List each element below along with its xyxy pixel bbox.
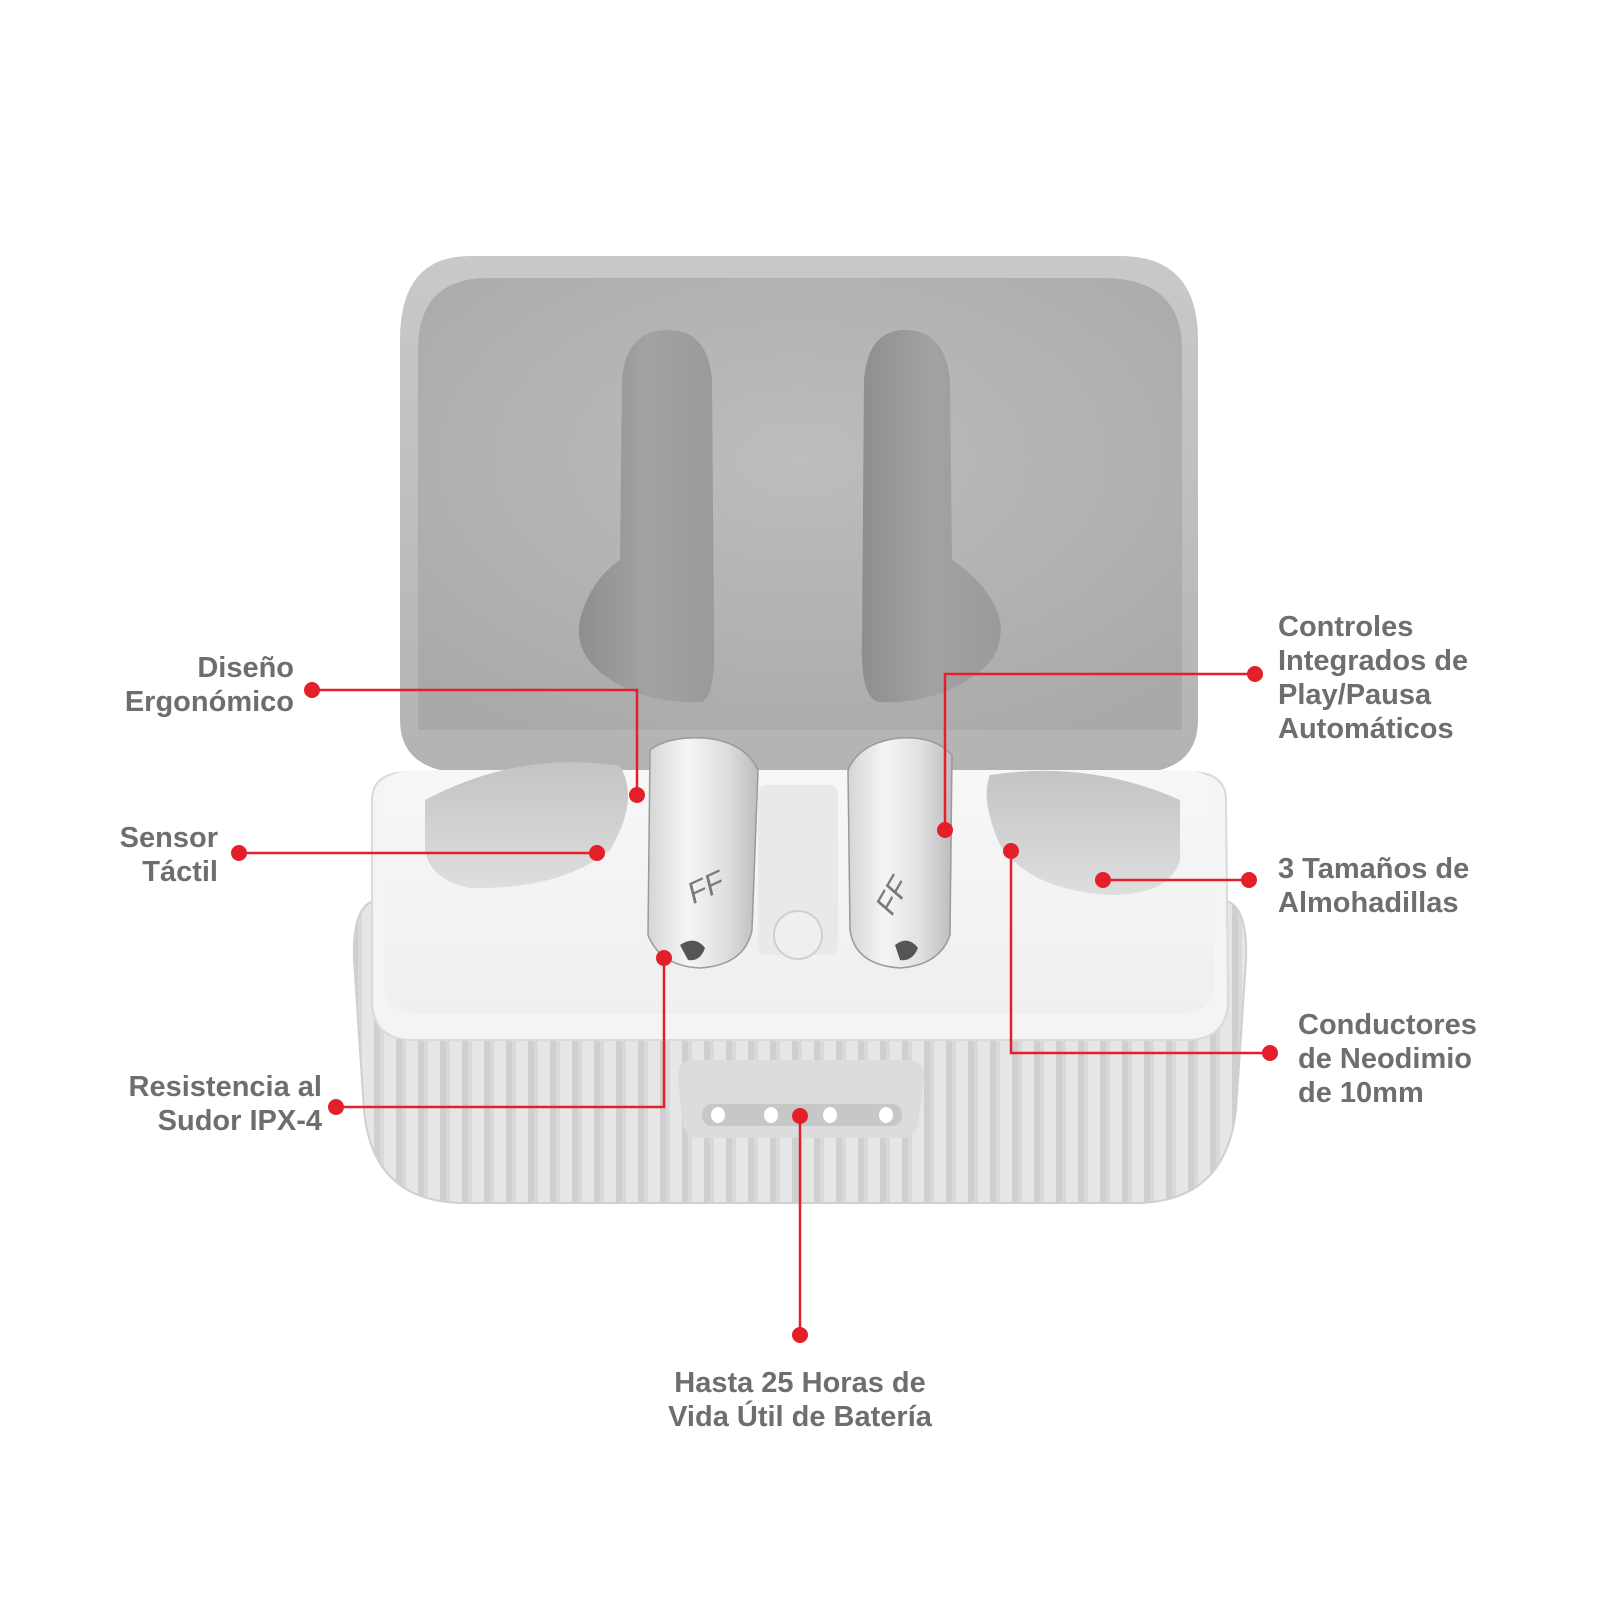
callout-dot-icon (1003, 843, 1019, 859)
lid-right-earbud-slot (861, 330, 1001, 703)
callout-dot-icon (231, 845, 247, 861)
callout-dot-icon (1241, 872, 1257, 888)
callout-label-battery: Hasta 25 Horas de Vida Útil de Batería (668, 1367, 932, 1433)
callout-line-ergonomic (312, 688, 639, 795)
callout-dot-icon (792, 1327, 808, 1343)
case-lid (400, 256, 1198, 770)
callout-lines (239, 672, 1270, 1335)
right-ear-tip-cavity (986, 770, 1180, 895)
callout-label-sweat: Resistencia al Sudor IPX-4 (128, 1071, 322, 1137)
callout-dot-icon (328, 1099, 344, 1115)
callout-dot-icon (1095, 872, 1111, 888)
case-body (352, 762, 1248, 1204)
callout-label-ergonomic: Diseño Ergonómico (124, 652, 294, 718)
callout-dot-icon (629, 787, 645, 803)
case-pairing-button (773, 910, 823, 960)
left-ear-tip-cavity (425, 762, 628, 889)
battery-indicator-leds (711, 1107, 893, 1123)
callout-line-controls (943, 672, 1255, 830)
callout-dot-icon (937, 822, 953, 838)
callout-line-drivers (1009, 851, 1270, 1055)
callout-dots (231, 666, 1278, 1343)
callout-dot-icon (304, 682, 320, 698)
callout-dot-icon (792, 1108, 808, 1124)
callout-label-drivers: Conductores de Neodimio de 10mm (1298, 1009, 1477, 1109)
right-earbud: FF (847, 737, 953, 969)
callout-dot-icon (589, 845, 605, 861)
callout-dot-icon (1262, 1045, 1278, 1061)
callout-label-tips: 3 Tamaños de Almohadillas (1278, 853, 1470, 919)
callout-dot-icon (1247, 666, 1263, 682)
callout-line-sweat (336, 958, 666, 1109)
callout-label-controls: Controles Integrados de Play/Pausa Autom… (1278, 611, 1469, 745)
left-earbud: FF (647, 737, 759, 969)
callout-dot-icon (656, 950, 672, 966)
callout-label-touch: Sensor Táctil (119, 822, 218, 888)
lid-left-earbud-slot (578, 330, 715, 703)
